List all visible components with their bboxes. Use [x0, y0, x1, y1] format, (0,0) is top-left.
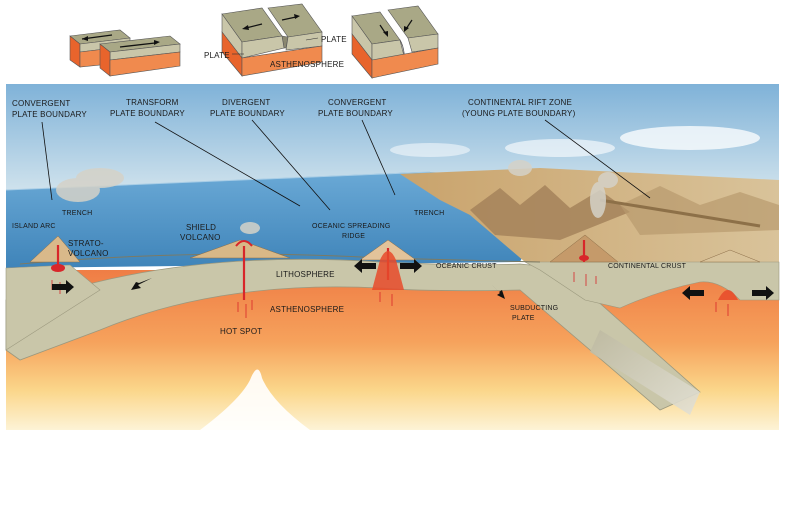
label-asthenosphere: ASTHENOSPHERE [270, 305, 344, 314]
label-island-arc: ISLAND ARC [12, 223, 56, 230]
label-lithosphere: LITHOSPHERE [276, 270, 335, 279]
label-convergent-right-2: PLATE BOUNDARY [318, 109, 393, 118]
label-convergent-right-1: CONVERGENT [328, 98, 386, 107]
label-ridge-1: OCEANIC SPREADING [312, 223, 390, 230]
label-trench-right: TRENCH [414, 210, 444, 217]
inset-divergent-block [221, 3, 323, 77]
ocean [6, 172, 560, 268]
motion-arrows [52, 259, 774, 300]
label-rift-1: CONTINENTAL RIFT ZONE [468, 98, 572, 107]
label-subducting-1: SUBDUCTING [510, 305, 558, 312]
label-strato-1: STRATO- [68, 239, 104, 248]
label-transform-2: PLATE BOUNDARY [110, 109, 185, 118]
label-subducting-2: PLATE [512, 315, 535, 322]
label-hot-spot: HOT SPOT [220, 327, 262, 336]
inset-plate-label-right: PLATE [321, 35, 347, 44]
inset-transform-block [69, 29, 181, 77]
label-transform-1: TRANSFORM [126, 98, 179, 107]
label-ridge-2: RIDGE [342, 233, 365, 240]
main-cross-section [5, 84, 780, 430]
label-continental-crust: CONTINENTAL CRUST [608, 263, 687, 270]
leader-lines [41, 119, 651, 211]
diagram-labels: CONVERGENT PLATE BOUNDARY TRANSFORM PLAT… [12, 98, 687, 336]
stratovolcano [29, 235, 81, 263]
label-convergent-left-1: CONVERGENT [12, 99, 70, 108]
label-shield-1: SHIELD [186, 223, 216, 232]
label-trench-left: TRENCH [62, 210, 92, 217]
label-rift-2: (YOUNG PLATE BOUNDARY) [462, 109, 576, 118]
label-divergent-1: DIVERGENT [222, 98, 270, 107]
label-oceanic-crust: OCEANIC CRUST [436, 263, 497, 270]
inset-asthenosphere-label: ASTHENOSPHERE [270, 60, 344, 69]
lithosphere-layer [5, 258, 701, 411]
shield-volcano [189, 239, 291, 259]
label-strato-2: VOLCANO [68, 249, 109, 258]
label-convergent-left-2: PLATE BOUNDARY [12, 110, 87, 119]
inset-plate-label-left: PLATE [204, 51, 230, 60]
inset-convergent-block [351, 5, 439, 79]
label-shield-2: VOLCANO [180, 233, 221, 242]
label-divergent-2: PLATE BOUNDARY [210, 109, 285, 118]
